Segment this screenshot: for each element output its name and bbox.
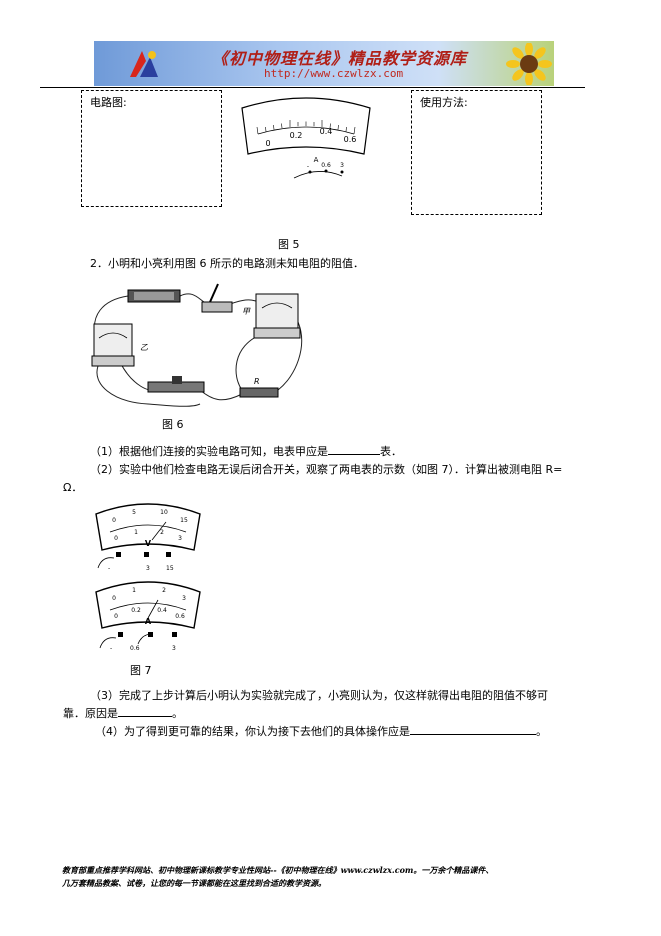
meter-jia-icon xyxy=(253,293,301,339)
fig5-scale-0: 0 xyxy=(265,139,270,148)
volt-bottom-0: 0 xyxy=(114,535,118,542)
amp-terminal-06: 0.6 xyxy=(130,645,140,652)
circuit-diagram-label: 电路图: xyxy=(90,96,127,109)
answer-blank-1[interactable] xyxy=(328,444,380,455)
amp-top-3: 3 xyxy=(182,595,186,602)
ammeter-fig7: 0 1 2 3 0 0.2 0.4 0.6 A - 0.6 3 xyxy=(95,581,201,652)
q2-sub3-end: 。 xyxy=(172,707,183,720)
fig5-terminal-06: 0.6 xyxy=(321,162,331,169)
voltmeter-fig7: 0 5 10 15 0 1 2 3 V - 3 15 xyxy=(95,503,201,572)
ammeter-fig5: 0 0.2 0.4 0.6 A - 0.6 3 xyxy=(241,97,371,179)
resistor-icon xyxy=(239,387,279,398)
circuit-diagram-box: 电路图: xyxy=(81,90,222,207)
amp-bottom-02: 0.2 xyxy=(131,607,141,614)
banner-url[interactable]: http://www.czwlzx.com xyxy=(264,67,404,80)
q2-sub2-suffix: Ω． xyxy=(63,481,83,494)
volt-top-0: 0 xyxy=(112,517,116,524)
rheostat-icon xyxy=(147,376,205,393)
fig6-resistor-label: R xyxy=(254,377,260,386)
answer-blank-3[interactable] xyxy=(118,706,172,717)
fig5-caption: 图 5 xyxy=(278,238,300,251)
amp-terminal-minus: - xyxy=(110,645,112,652)
volt-terminal-15: 15 xyxy=(166,565,174,572)
footer-line-1: 教育部重点推荐学科网站、初中物理新课标教学专业性网站--《初中物理在线》www.… xyxy=(62,865,494,875)
amp-unit: A xyxy=(145,617,152,626)
amp-terminal-3: 3 xyxy=(172,645,176,652)
switch-icon xyxy=(201,283,233,313)
fig5-terminal-minus: - xyxy=(307,163,309,170)
amp-bottom-0: 0 xyxy=(114,613,118,620)
q2-sub4-end: 。 xyxy=(536,725,547,738)
q2-sub1-suffix: 表． xyxy=(380,445,402,458)
usage-method-box: 使用方法: xyxy=(411,90,542,215)
answer-blank-4[interactable] xyxy=(410,724,536,735)
q2-sub4-text: （4）为了得到更可靠的结果，你认为接下去他们的具体操作应是 xyxy=(95,725,410,738)
fig5-terminal-3: 3 xyxy=(340,162,344,169)
fig5-unit: A xyxy=(314,156,319,164)
site-logo-icon xyxy=(130,51,158,77)
volt-unit: V xyxy=(145,539,152,548)
q2-sub1: （1）根据他们连接的实验电路可知，电表甲应是 表． xyxy=(90,444,402,460)
amp-bottom-04: 0.4 xyxy=(157,607,167,614)
amp-top-0: 0 xyxy=(112,595,116,602)
amp-top-2: 2 xyxy=(162,587,166,594)
sunflower-icon xyxy=(506,43,552,85)
volt-terminal-minus: - xyxy=(108,565,110,572)
fig7-caption: 图 7 xyxy=(130,664,152,677)
volt-top-15: 15 xyxy=(180,517,188,524)
fig6-caption: 图 6 xyxy=(162,418,184,431)
meter-yi-icon xyxy=(91,323,135,367)
q2-sub2: （2）实验中他们检查电路无误后闭合开关，观察了两电表的示数（如图 7）．计算出被… xyxy=(90,463,563,476)
volt-bottom-1: 1 xyxy=(134,529,138,536)
volt-terminal-3: 3 xyxy=(146,565,150,572)
banner-title: 《初中物理在线》精品教学资源库 xyxy=(212,49,468,68)
usage-method-label: 使用方法: xyxy=(420,96,468,109)
volt-bottom-2: 2 xyxy=(160,529,164,536)
footer-line-2: 几万套精品教案、试卷，让您的每一节课都能在这里找到合适的教学资源。 xyxy=(62,878,326,888)
circuit-photo-fig6: 甲 乙 R xyxy=(91,283,302,407)
fig5-scale-2: 0.4 xyxy=(320,127,333,136)
amp-top-1: 1 xyxy=(132,587,136,594)
fig6-meter-yi-label: 乙 xyxy=(140,343,148,352)
amp-bottom-06: 0.6 xyxy=(175,613,185,620)
q2-sub3-cont: 靠．原因是 。 xyxy=(63,706,183,722)
q2-sub3-reason: 靠．原因是 xyxy=(63,707,118,720)
q2-sub1-text: （1）根据他们连接的实验电路可知，电表甲应是 xyxy=(90,445,328,458)
volt-top-10: 10 xyxy=(160,509,168,516)
header-rule xyxy=(40,87,585,88)
volt-top-5: 5 xyxy=(132,509,136,516)
q2-intro: 2．小明和小亮利用图 6 所示的电路测未知电阻的阻值． xyxy=(90,257,364,270)
battery-icon xyxy=(127,289,181,303)
fig6-meter-jia-label: 甲 xyxy=(242,307,251,316)
q2-sub4: （4）为了得到更可靠的结果，你认为接下去他们的具体操作应是 。 xyxy=(95,724,547,740)
header-banner: 《初中物理在线》精品教学资源库 http://www.czwlzx.com xyxy=(94,41,554,86)
volt-bottom-3: 3 xyxy=(178,535,182,542)
q2-sub3: （3）完成了上步计算后小明认为实验就完成了，小亮则认为，仅这样就得出电阻的阻值不… xyxy=(90,689,548,702)
fig5-scale-3: 0.6 xyxy=(344,135,357,144)
fig5-scale-1: 0.2 xyxy=(290,131,303,140)
